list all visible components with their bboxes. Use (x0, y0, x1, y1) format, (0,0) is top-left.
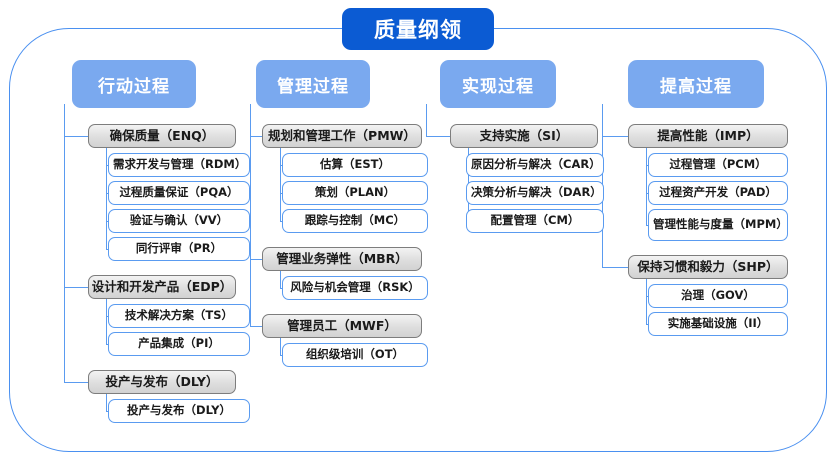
practice-area-box[interactable]: 策划（PLAN） (282, 181, 428, 205)
practice-area-box[interactable]: 技术解决方案（TS） (108, 304, 250, 328)
practice-area-box[interactable]: 实施基础设施（II） (648, 312, 788, 336)
connector-horizontal (106, 249, 108, 250)
connector-vertical (106, 392, 107, 411)
column-header[interactable]: 管理过程 (256, 60, 370, 108)
practice-area-box[interactable]: 风险与机会管理（RSK） (282, 276, 428, 300)
practice-area-box[interactable]: 产品集成（PI） (108, 332, 250, 356)
connector-horizontal (280, 165, 282, 166)
connector-vertical (280, 269, 281, 288)
column-header[interactable]: 提高过程 (628, 60, 764, 108)
process-group-box[interactable]: 提高性能（IMP） (628, 124, 788, 148)
practice-area-box[interactable]: 验证与确认（VV） (108, 209, 250, 233)
practice-area-box[interactable]: 过程管理（PCM） (648, 153, 788, 177)
practice-area-box[interactable]: 过程资产开发（PAD） (648, 181, 788, 205)
process-group-box[interactable]: 设计和开发产品（EDP） (88, 275, 236, 299)
connector-horizontal (250, 259, 262, 260)
practice-area-box[interactable]: 过程质量保证（PQA） (108, 181, 250, 205)
column-header[interactable]: 行动过程 (72, 60, 196, 108)
process-group-box[interactable]: 投产与发布（DLY） (88, 370, 236, 394)
connector-horizontal (250, 136, 262, 137)
connector-horizontal (426, 136, 450, 137)
connector-vertical (280, 336, 281, 355)
process-group-box[interactable]: 确保质量（ENQ） (88, 124, 236, 148)
column-header[interactable]: 实现过程 (440, 60, 556, 108)
connector-horizontal (646, 296, 648, 297)
connector-vertical (106, 297, 107, 344)
process-group-box[interactable]: 保持习惯和毅力（SHP） (628, 255, 788, 279)
connector-horizontal (280, 355, 282, 356)
connector-horizontal (602, 267, 628, 268)
process-group-box[interactable]: 规划和管理工作（PMW） (262, 124, 422, 148)
connector-horizontal (106, 316, 108, 317)
connector-vertical (646, 146, 647, 225)
connector-vertical (106, 146, 107, 249)
connector-horizontal (646, 324, 648, 325)
connector-horizontal (646, 193, 648, 194)
process-group-box[interactable]: 管理业务弹性（MBR） (262, 247, 422, 271)
connector-horizontal (106, 165, 108, 166)
process-group-box[interactable]: 支持实施（SI） (450, 124, 598, 148)
practice-area-box[interactable]: 决策分析与解决（DAR） (466, 181, 604, 205)
practice-area-box[interactable]: 需求开发与管理（RDM） (108, 153, 250, 177)
connector-trunk (250, 104, 251, 326)
connector-horizontal (646, 165, 648, 166)
connector-horizontal (64, 287, 88, 288)
connector-trunk (426, 104, 427, 136)
process-group-box[interactable]: 管理员工（MWF） (262, 314, 422, 338)
connector-vertical (280, 146, 281, 221)
connector-horizontal (602, 136, 628, 137)
practice-area-box[interactable]: 治理（GOV） (648, 284, 788, 308)
connector-horizontal (250, 326, 262, 327)
connector-horizontal (646, 225, 648, 226)
diagram-title: 质量纲领 (342, 8, 494, 50)
connector-vertical (646, 277, 647, 324)
connector-horizontal (64, 136, 88, 137)
connector-horizontal (64, 382, 88, 383)
practice-area-box[interactable]: 投产与发布（DLY） (108, 399, 250, 423)
connector-horizontal (106, 221, 108, 222)
practice-area-box[interactable]: 跟踪与控制（MC） (282, 209, 428, 233)
practice-area-box[interactable]: 组织级培训（OT） (282, 343, 428, 367)
practice-area-box[interactable]: 管理性能与度量（MPM） (648, 209, 788, 241)
practice-area-box[interactable]: 估算（EST） (282, 153, 428, 177)
connector-horizontal (280, 288, 282, 289)
practice-area-box[interactable]: 配置管理（CM） (466, 209, 604, 233)
connector-horizontal (106, 411, 108, 412)
connector-horizontal (106, 193, 108, 194)
practice-area-box[interactable]: 同行评审（PR） (108, 237, 250, 261)
connector-trunk (64, 104, 65, 382)
connector-horizontal (106, 344, 108, 345)
connector-horizontal (280, 221, 282, 222)
connector-horizontal (280, 193, 282, 194)
practice-area-box[interactable]: 原因分析与解决（CAR） (466, 153, 604, 177)
